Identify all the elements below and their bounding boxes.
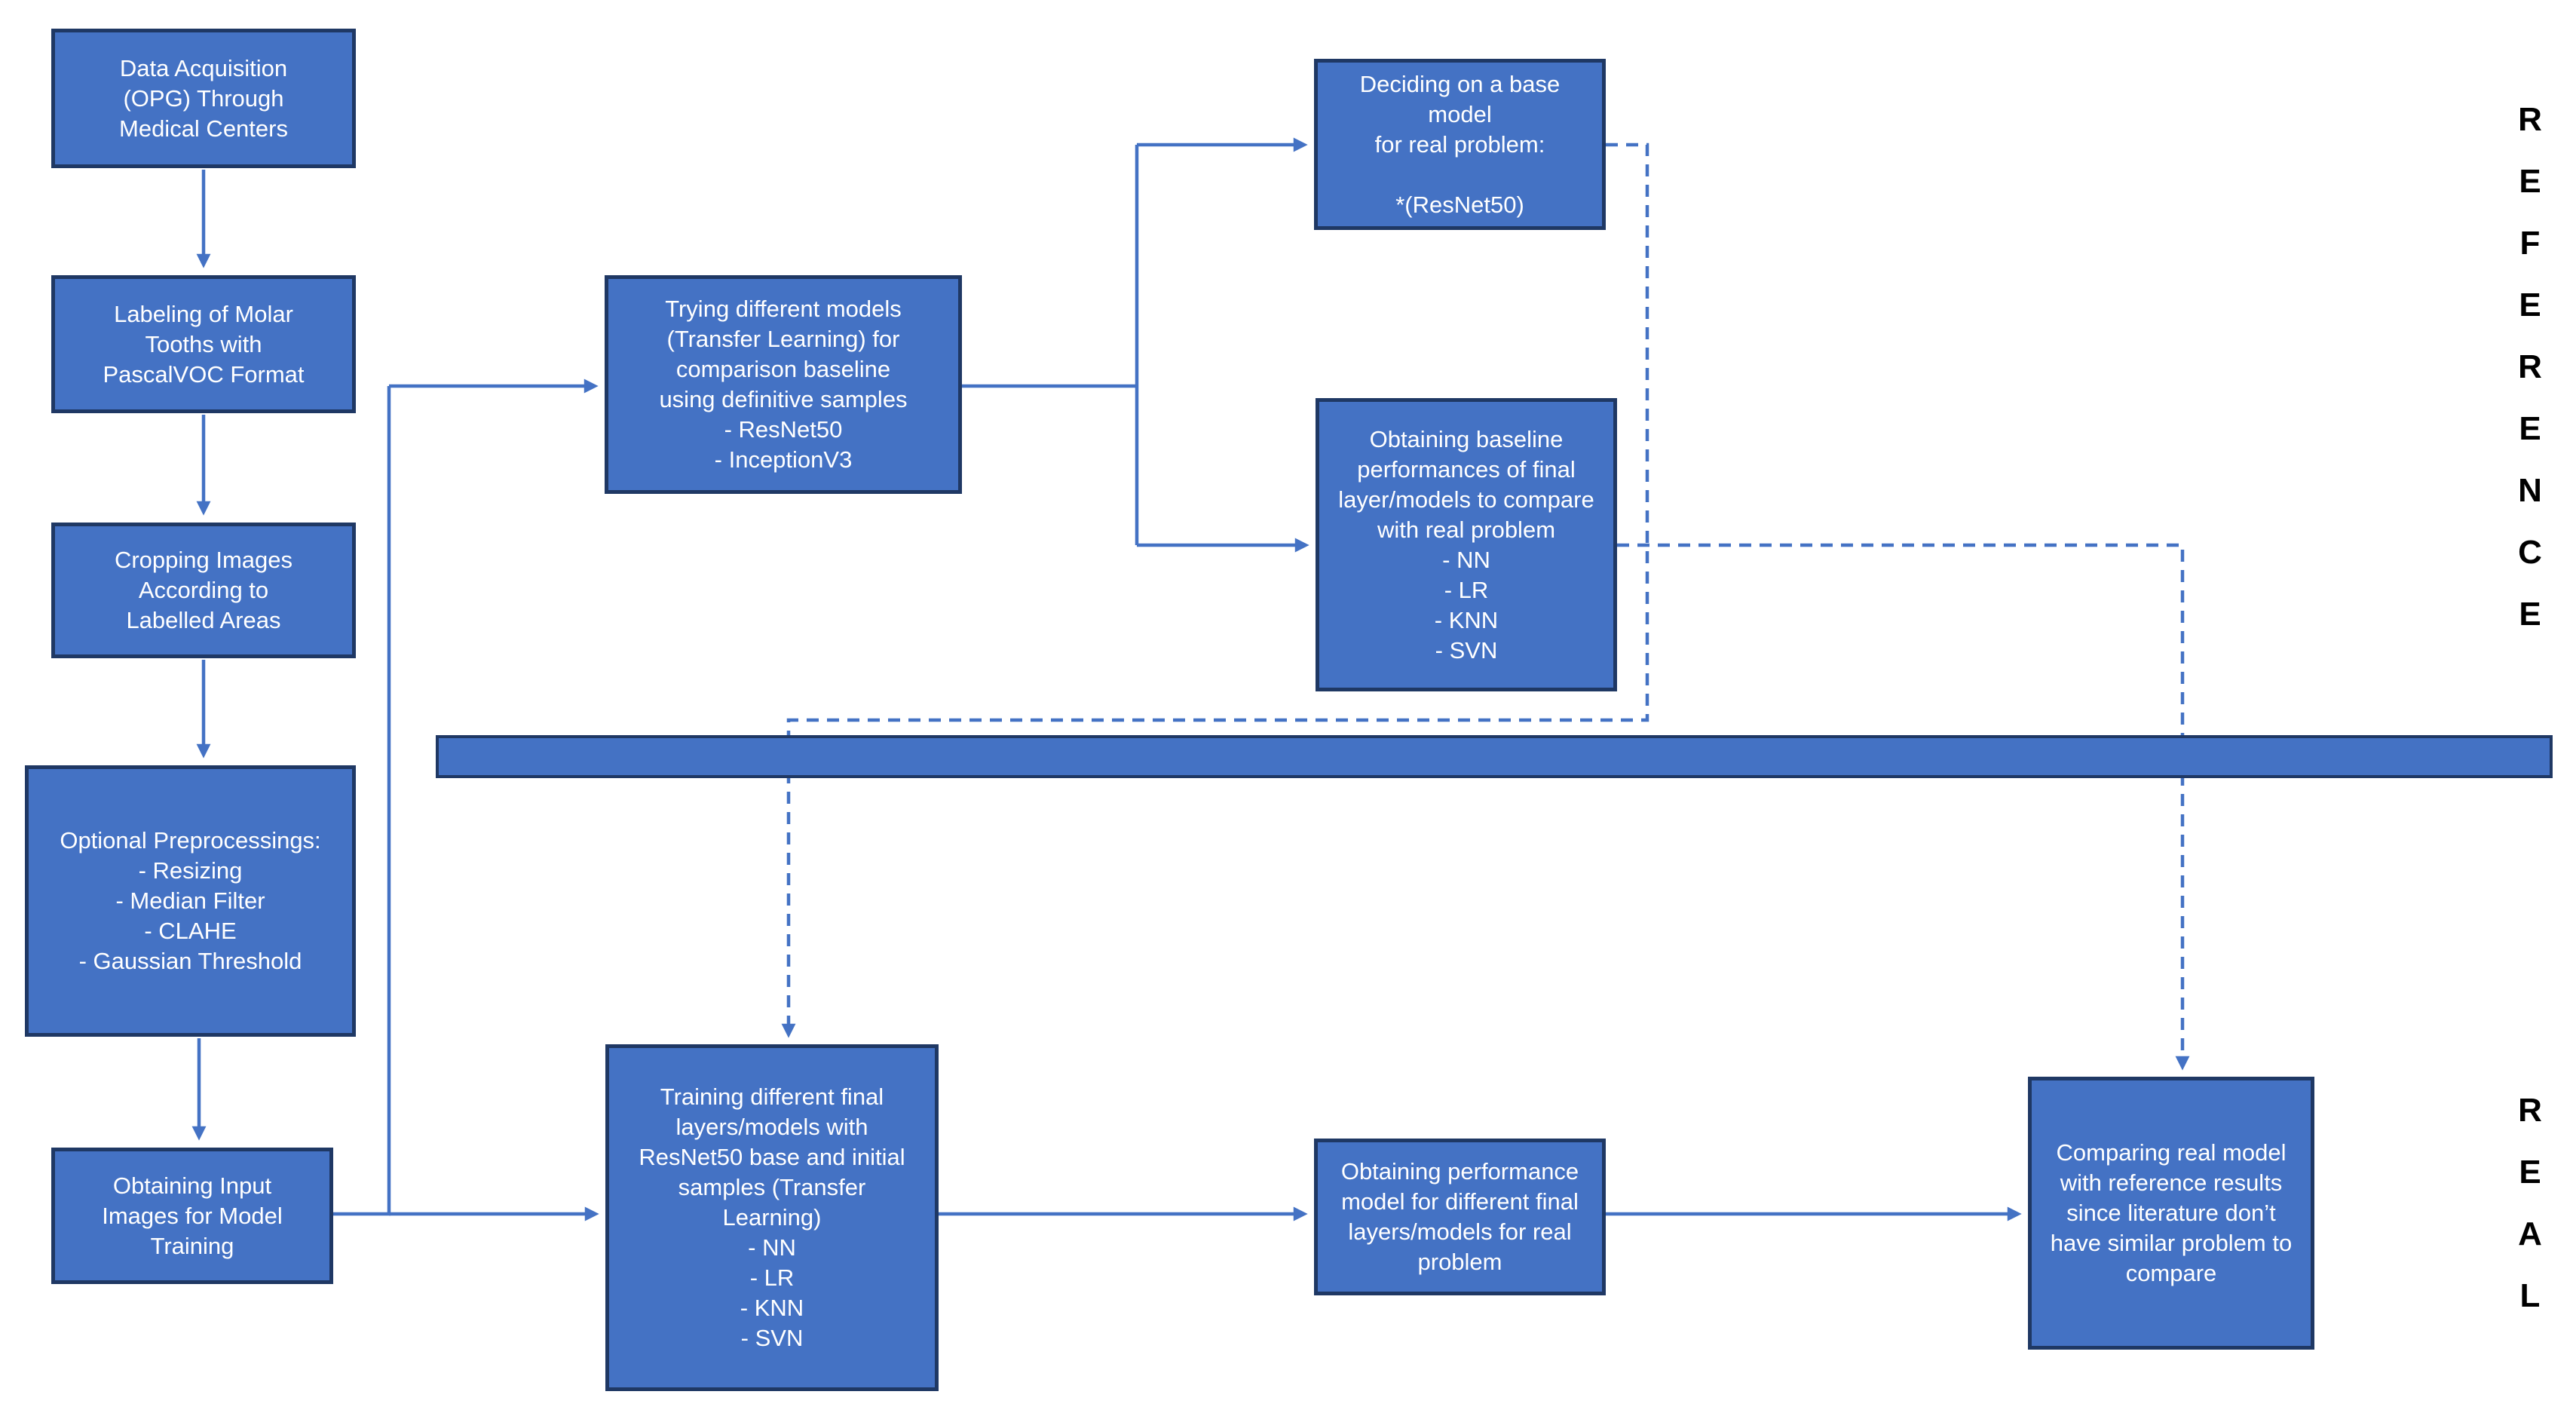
box-performance-real-text: Obtaining performance model for differen…	[1340, 1158, 1579, 1275]
box-training-final-layers: Training different final layers/models w…	[605, 1044, 939, 1391]
box-input-images: Obtaining Input Images for Model Trainin…	[51, 1148, 333, 1284]
box-preprocessing-text: Optional Preprocessings: - Resizing - Me…	[60, 827, 321, 974]
box-data-acquisition-text: Data Acquisition (OPG) Through Medical C…	[119, 54, 288, 142]
box-baseline-performance: Obtaining baseline performances of final…	[1316, 398, 1617, 691]
box-deciding-base: Deciding on a base model for real proble…	[1314, 59, 1606, 230]
box-trying-models-text: Trying different models (Transfer Learni…	[659, 296, 908, 473]
box-data-acquisition: Data Acquisition (OPG) Through Medical C…	[51, 29, 356, 168]
box-trying-models: Trying different models (Transfer Learni…	[605, 275, 962, 494]
box-performance-real: Obtaining performance model for differen…	[1314, 1139, 1606, 1295]
box-deciding-base-text: Deciding on a base model for real proble…	[1359, 70, 1561, 218]
box-cropping: Cropping Images According to Labelled Ar…	[51, 523, 356, 658]
box-input-images-text: Obtaining Input Images for Model Trainin…	[102, 1172, 283, 1259]
box-training-final-layers-text: Training different final layers/models w…	[639, 1083, 905, 1351]
box-labeling-text: Labeling of Molar Tooths with PascalVOC …	[103, 300, 305, 388]
dashed-deciding-to-training	[781, 143, 1649, 1038]
box-preprocessing: Optional Preprocessings: - Resizing - Me…	[25, 765, 356, 1037]
section-divider-bar	[436, 735, 2553, 778]
box-comparing: Comparing real model with reference resu…	[2028, 1077, 2314, 1350]
box-cropping-text: Cropping Images According to Labelled Ar…	[114, 547, 293, 633]
dashed-baseline-to-comparing	[1617, 543, 2190, 1071]
box-comparing-text: Comparing real model with reference resu…	[2050, 1139, 2293, 1286]
box-labeling: Labeling of Molar Tooths with PascalVOC …	[51, 275, 356, 413]
box-baseline-performance-text: Obtaining baseline performances of final…	[1338, 425, 1594, 664]
